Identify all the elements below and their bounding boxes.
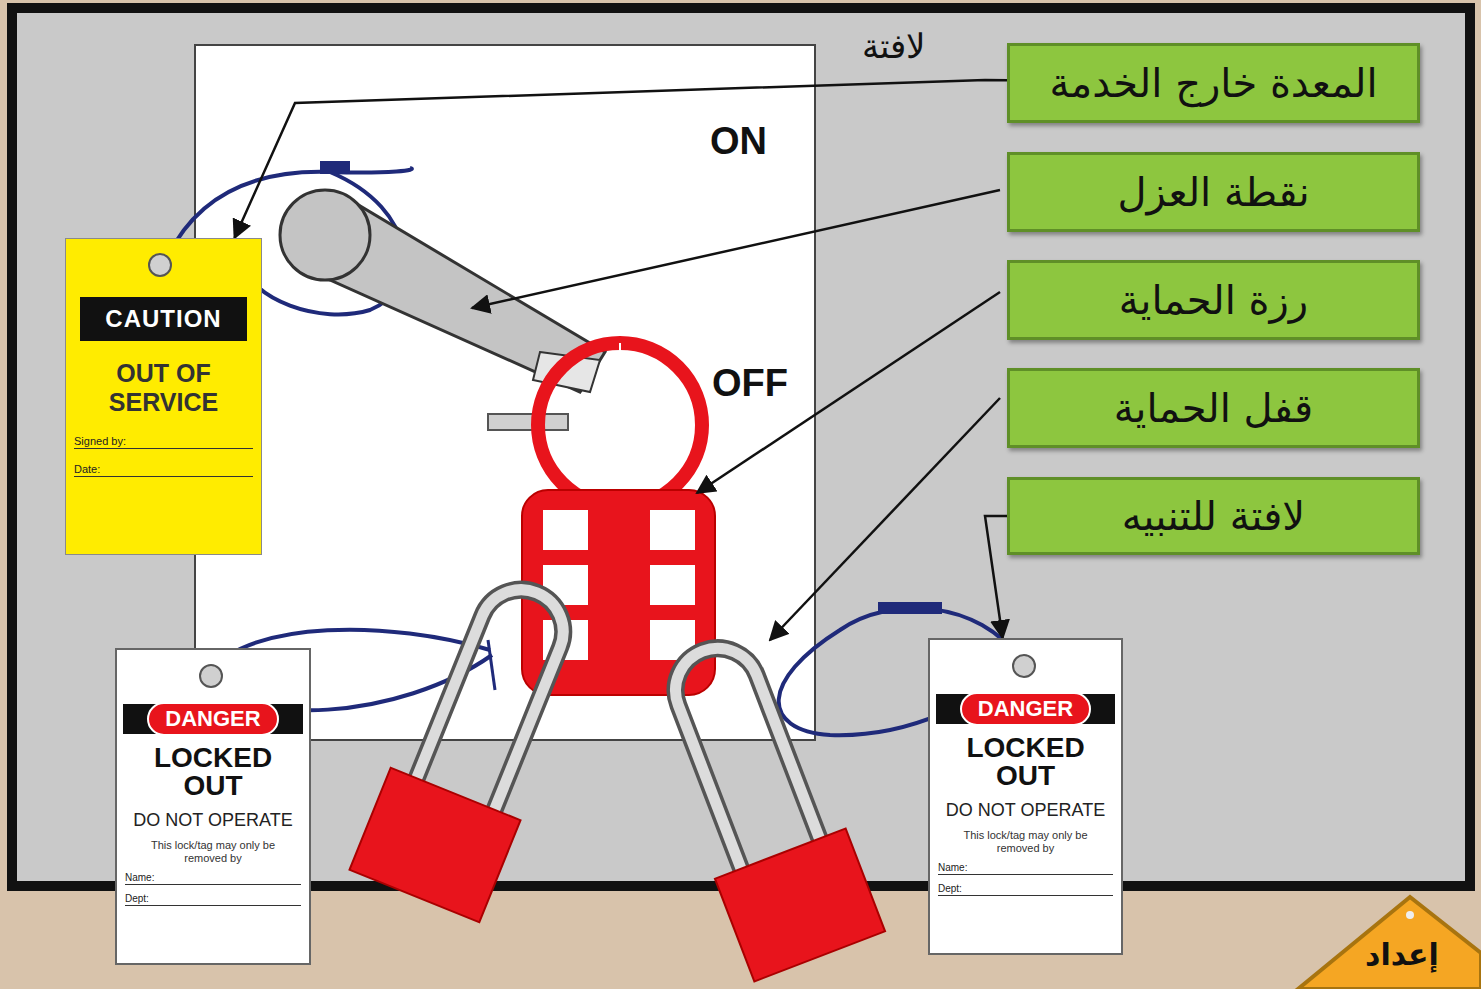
danger-tag: DANGER LOCKED OUT DO NOT OPERATE This lock/… [928,638,1123,955]
lockout-hasp [522,343,715,695]
node-text: LOCKED OUT [133,744,293,800]
node-text: DO NOT OPERATE [117,810,309,831]
node-text: Dept: [938,883,1113,896]
label-box: المعدة خارج الخدمة [1007,43,1420,123]
switch-handle [280,190,605,392]
node-text: لافتة للتنبيه [1122,493,1305,539]
padlock [663,636,821,873]
padlock [349,768,520,922]
panel-ground [12,8,1470,886]
lockout-hasp [543,510,588,550]
node-text: قفل الحماية [1114,385,1313,431]
label-box: لافتة للتنبيه [1007,477,1420,555]
padlock [415,577,576,814]
blue-wire [488,640,495,690]
node-text: Date: [74,463,253,477]
node-text: This lock/tag may only be removed by [151,839,276,864]
tag-hole [199,664,223,688]
leader-line [472,190,1000,308]
caution-tag: CAUTION OUT OF SERVICE Signed by: Date: [65,238,262,555]
padlock [415,577,576,814]
label-box: قفل الحماية [1007,368,1420,448]
tag-hole [1012,654,1036,678]
lockout-hasp [650,510,695,550]
node-text: إعداد [1352,937,1452,972]
plate-stub [488,414,568,430]
lockout-hasp [619,343,621,356]
node-text: نقطة العزل [1117,169,1309,215]
blue-wire [322,163,348,172]
part-label: OFF [712,362,788,405]
node-text: This lock/tag may only be removed by [963,829,1088,854]
part-label: لافتة [862,26,925,66]
label-box: رزة الحماية [1007,260,1420,340]
node-text: Name: [938,862,1113,875]
node-text: OUT OF SERVICE [99,359,229,417]
node-text: DO NOT OPERATE [930,800,1121,821]
node-text: Name: [125,872,301,885]
padlock [663,636,821,873]
node-text: DANGER [147,702,278,736]
danger-tag: DANGER LOCKED OUT DO NOT OPERATE This lock/… [115,648,311,965]
lockout-hasp [538,343,702,507]
lockout-hasp [650,565,695,605]
node-text: LOCKED OUT [946,734,1106,790]
padlock [349,567,601,923]
leader-arrow [985,516,1007,638]
node-text: Dept: [125,893,301,906]
leader-arrow [235,80,1007,238]
leader-line [770,398,1000,640]
part-label: ON [710,120,767,163]
switch-plate [195,45,815,740]
node-text: Signed by: [74,435,253,449]
leader-line [697,292,1000,493]
blue-wire [880,604,940,612]
node-text: المعدة خارج الخدمة [1049,60,1377,106]
corner-badge: إعداد [1290,893,1481,989]
padlock [715,829,885,982]
warning-triangle [1298,897,1481,989]
node-text: CAUTION [80,297,247,341]
node-text: رزة الحماية [1119,277,1308,323]
label-box: نقطة العزل [1007,152,1420,232]
switch-handle [280,190,370,280]
padlock [637,626,885,981]
rivet [1406,911,1414,919]
node-text: DANGER [960,692,1091,726]
leader-line [472,190,1000,640]
tag-hole [148,253,172,277]
